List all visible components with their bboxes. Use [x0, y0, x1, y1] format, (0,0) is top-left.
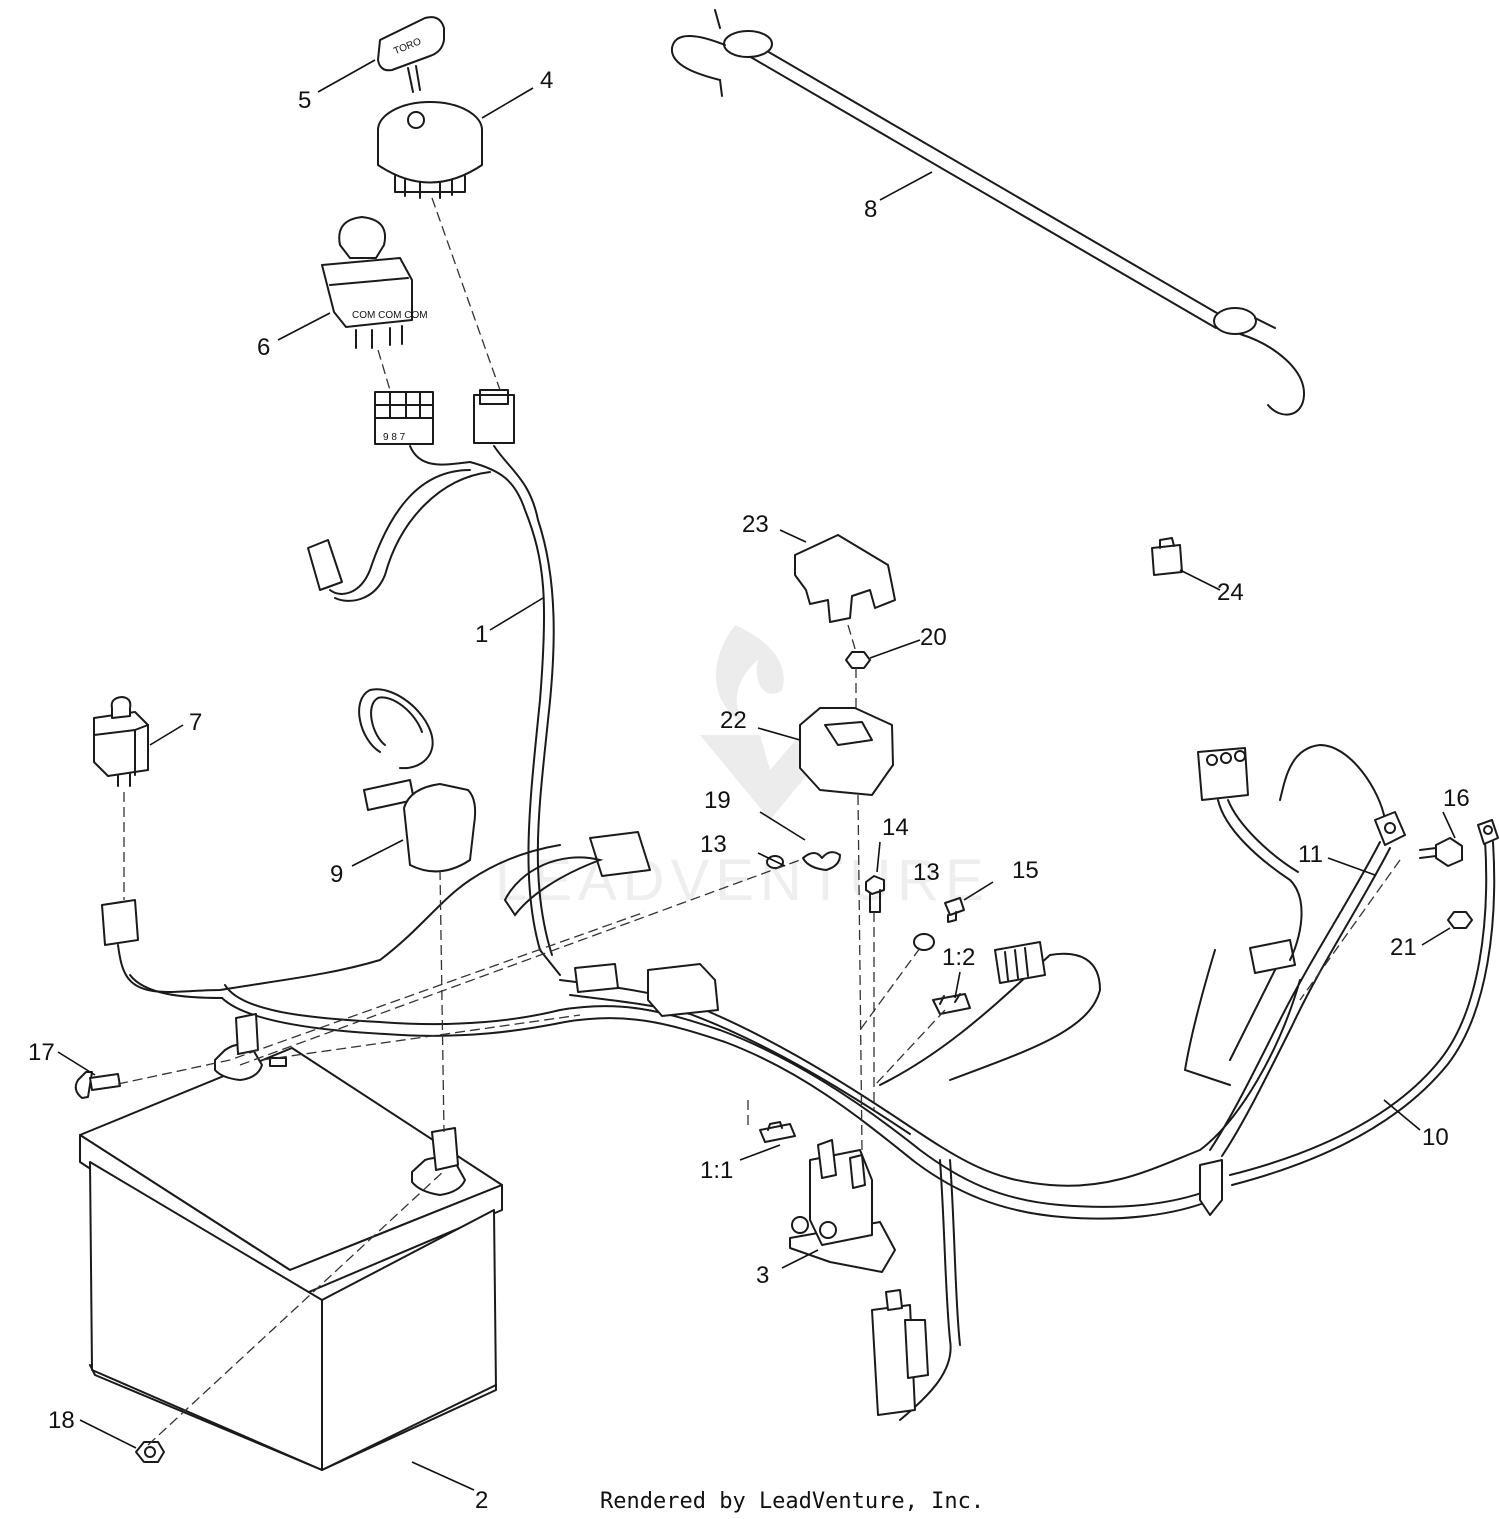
callout-21: 21: [1390, 934, 1417, 961]
harness-seat-connector: [101, 899, 139, 946]
callout-16: 16: [1443, 785, 1470, 812]
part-3-starter-solenoid: [789, 1139, 896, 1273]
part-14-bolt: [865, 875, 885, 913]
harness-mid-connector: [647, 963, 719, 1017]
part-18-nut: [135, 1441, 165, 1463]
callout-14: 14: [882, 814, 909, 841]
callout-8: 8: [864, 196, 877, 223]
part-22-insulator: [799, 707, 894, 796]
callout-5: 5: [298, 87, 311, 114]
part-5-key: TORO: [377, 16, 445, 93]
callout-2: 2: [475, 1487, 488, 1514]
harness-right-connector: [1249, 939, 1296, 974]
callout-1-1: 1:1: [700, 1157, 733, 1184]
pto-switch-text: COM COM COM: [352, 310, 428, 321]
callout-18: 18: [48, 1407, 75, 1434]
part-9-terminal-boot: [358, 688, 477, 873]
watermark-text: LEADVENTURE: [495, 848, 990, 913]
part-8-hanger-rod: [670, 9, 1306, 416]
callout-20: 20: [920, 624, 947, 651]
callout-4: 4: [540, 67, 553, 94]
callout-1-2: 1:2: [942, 944, 975, 971]
part-17-bolt: [74, 1071, 121, 1099]
harness-6pin-connector: [1197, 747, 1249, 801]
harness-end-connector: [307, 539, 343, 591]
part-2-battery: [79, 1013, 503, 1471]
part-1-wiring-harness: 9 8 7: [101, 389, 1303, 1421]
part-4-ignition-switch: [377, 101, 483, 199]
part-13-washer-right: [913, 933, 935, 951]
safety-switch-bottom: [871, 1289, 929, 1416]
callout-7: 7: [189, 709, 202, 736]
callout-15: 15: [1012, 857, 1039, 884]
callout-6: 6: [257, 334, 270, 361]
callout-13-right: 13: [913, 859, 940, 886]
harness-connector-top: [589, 831, 651, 877]
render-credit: Rendered by LeadVenture, Inc.: [600, 1489, 984, 1514]
part-20-nut: [845, 651, 871, 669]
callout-22: 22: [720, 707, 747, 734]
callout-19: 19: [704, 787, 731, 814]
callout-3: 3: [756, 1262, 769, 1289]
assembly-dash-lines: [117, 197, 1401, 1446]
callout-24: 24: [1217, 579, 1244, 606]
part-16-bolt: [1419, 837, 1463, 867]
harness-connector-numbers: 9 8 7: [383, 432, 406, 443]
callout-10: 10: [1422, 1124, 1449, 1151]
part-11-battery-cable: [1209, 743, 1406, 1157]
part-21-nut: [1447, 911, 1473, 929]
callout-11: 11: [1298, 841, 1323, 868]
part-19-wing-nut: [802, 851, 841, 871]
callout-leaders: [57, 59, 1456, 1491]
callout-labels: 1 2 3 4 5 6 7 8 9 10 11 13 13 14 15 16 1…: [28, 67, 1470, 1514]
part-24-clip: [1151, 537, 1183, 576]
callout-17: 17: [28, 1039, 55, 1066]
callout-13-left: 13: [700, 831, 727, 858]
part-7-relay: [93, 696, 149, 787]
callout-1: 1: [475, 621, 488, 648]
harness-8pin-connector: [994, 941, 1046, 984]
fuse-1-2: [932, 993, 971, 1015]
part-15-screw: [944, 897, 965, 923]
fuse-1-1: [759, 1121, 796, 1143]
part-10-ground-cable: [1199, 819, 1499, 1216]
part-23-cover: [794, 534, 896, 623]
part-6-pto-switch: COM COM COM: [321, 216, 428, 349]
callout-23: 23: [742, 511, 769, 538]
leadventure-watermark: LEADVENTURE: [495, 625, 990, 913]
callout-9: 9: [330, 861, 343, 888]
